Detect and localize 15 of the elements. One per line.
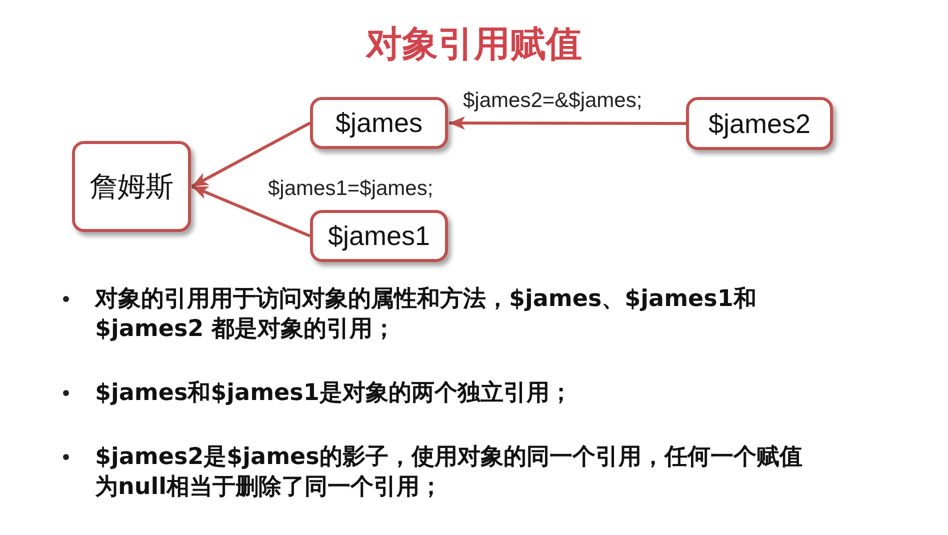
bullet-text: $james和$james1是对象的两个独立引用；	[95, 379, 574, 408]
bullet-text: $james2是$james的影子，使用对象的同一个引用，任何一个赋值为null相当于删除了同一个引用；	[95, 443, 804, 502]
rounded-box	[310, 97, 448, 149]
node-label: $james	[335, 107, 423, 139]
bullet-text: 对象的引用用于访问对象的属性和方法，$james、$james1和$james2 都是对象的引用；	[95, 285, 758, 344]
rounded-box	[72, 141, 191, 232]
arrow	[191, 122, 311, 188]
slide-title: 对象引用赋值	[364, 22, 583, 66]
node-label: 詹姆斯	[90, 170, 174, 202]
rounded-box	[686, 97, 833, 150]
node-label: $james1	[328, 220, 430, 252]
arrow	[191, 185, 311, 238]
rounded-box	[310, 210, 448, 262]
arrow	[449, 116, 686, 130]
node-label: $james2	[708, 108, 811, 140]
